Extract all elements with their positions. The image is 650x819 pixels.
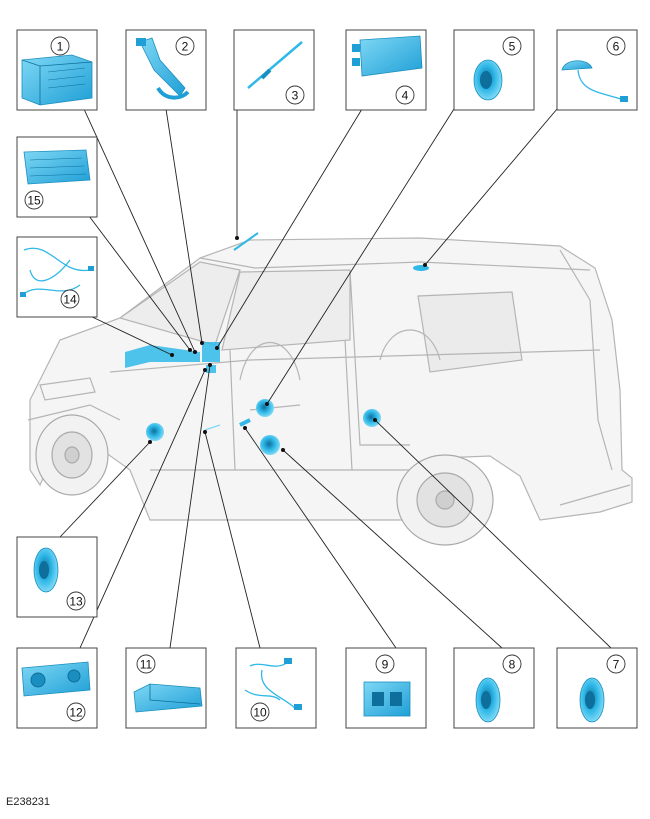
antenna-icon	[247, 41, 303, 89]
callout-box-8: 8	[453, 647, 535, 729]
callout-label: 4	[402, 89, 409, 103]
callout-box-2: 2	[125, 29, 207, 111]
callout-label: 2	[182, 40, 189, 54]
speaker-icon	[473, 59, 503, 101]
callout-label: 12	[69, 706, 83, 720]
callout-box-3: 3	[233, 29, 315, 111]
callout-label: 7	[613, 658, 620, 672]
callout-box-5: 5	[453, 29, 535, 111]
callout-label: 13	[69, 595, 83, 609]
usb-port-icon	[363, 681, 411, 717]
speaker-icon	[33, 547, 59, 593]
roof-antenna-icon	[561, 60, 628, 102]
callout-label: 8	[509, 658, 516, 672]
speaker-icon	[475, 677, 501, 723]
figure-reference-code: E238231	[6, 796, 51, 808]
callout-label: 9	[382, 658, 389, 672]
callout-box-11: 11	[125, 647, 207, 729]
callout-box-12: 12	[16, 647, 98, 729]
vehicle-components-highlight	[125, 232, 429, 455]
speaker-icon	[579, 677, 605, 723]
callout-box-9: 9	[345, 647, 427, 729]
callout-label: 3	[292, 89, 299, 103]
callout-label: 11	[140, 658, 153, 672]
callout-box-4: 4	[345, 29, 427, 111]
module-box-icon	[21, 54, 93, 106]
rear-wheel	[396, 454, 494, 546]
wiring-harness-icon	[244, 658, 302, 710]
callout-label: 15	[27, 194, 41, 208]
callout-box-1: 1	[16, 29, 98, 111]
callout-label: 5	[509, 40, 516, 54]
callout-label: 10	[253, 706, 267, 720]
audio-unit-icon	[23, 149, 91, 185]
callout-box-6: 6	[556, 29, 638, 111]
bracket-cable-icon	[136, 37, 190, 100]
callout-box-15: 15	[16, 136, 98, 218]
tray-icon	[133, 683, 203, 713]
leader-lines	[59, 108, 612, 649]
callout-label: 14	[63, 293, 77, 307]
leader-endpoints	[148, 236, 427, 452]
control-module-icon	[352, 35, 423, 77]
control-panel-icon	[21, 661, 91, 697]
callout-box-14: 14	[16, 236, 98, 318]
callout-box-10: 10	[235, 647, 317, 729]
vehicle-ghost-outline	[27, 237, 633, 521]
front-wheel	[35, 414, 109, 496]
harness-loop-icon	[20, 247, 94, 297]
callout-label: 1	[57, 40, 64, 54]
callout-box-7: 7	[556, 647, 638, 729]
callout-label: 6	[613, 40, 620, 54]
callout-box-13: 13	[16, 536, 98, 618]
